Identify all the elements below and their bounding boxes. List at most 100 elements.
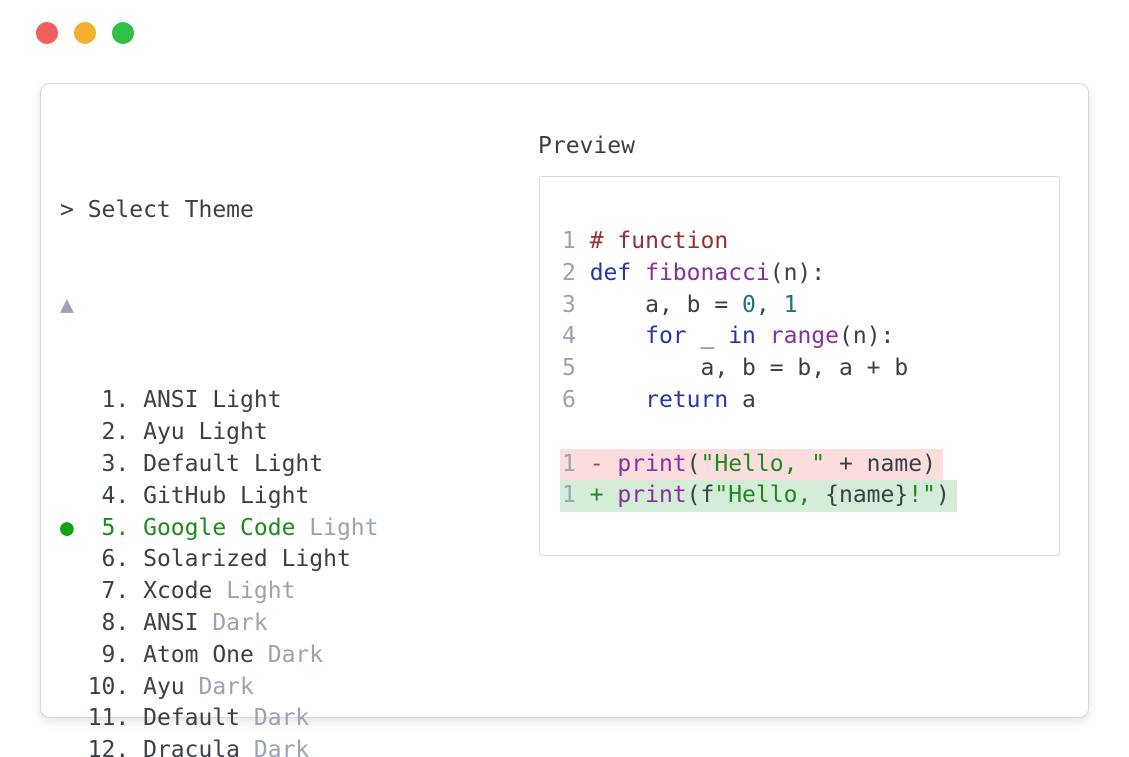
- code-token: range: [769, 323, 839, 350]
- selected-theme-bullet-icon: ●: [60, 514, 88, 541]
- window-controls: [36, 22, 134, 44]
- code-token: 6: [562, 386, 590, 413]
- marker-space: [60, 674, 88, 700]
- theme-item-solarized-light[interactable]: 6. Solarized Light: [60, 544, 877, 576]
- code-token: [631, 260, 645, 286]
- theme-number: 11.: [87, 705, 144, 732]
- code-token: +: [589, 482, 618, 509]
- minimize-button[interactable]: [74, 22, 96, 44]
- code-token: ): [935, 482, 950, 509]
- theme-item-xcode[interactable]: 7. Xcode Light: [60, 576, 877, 608]
- theme-number: 10.: [87, 673, 144, 700]
- marker-space: [60, 610, 88, 636]
- code-token: (n):: [839, 323, 895, 350]
- code-token: print: [617, 482, 687, 509]
- code-token: [756, 323, 770, 349]
- theme-name: Atom One: [143, 641, 254, 668]
- code-line: 5 a, b = b, a + b: [562, 353, 1059, 385]
- theme-number: 5.: [87, 514, 144, 541]
- marker-space: [60, 419, 88, 445]
- theme-item-ayu-light[interactable]: 2. Ayu Light: [60, 417, 877, 449]
- theme-number: 2.: [87, 419, 144, 446]
- marker-space: [60, 737, 88, 757]
- preview-title: Preview: [538, 133, 635, 159]
- theme-item-dracula[interactable]: 12. Dracula Dark: [60, 735, 877, 757]
- code-token: + name): [825, 450, 936, 477]
- code-token: return: [645, 386, 729, 413]
- code-token: 1: [562, 228, 590, 254]
- code-token: a, b = b, a + b: [589, 355, 909, 382]
- code-token: # function: [589, 228, 729, 254]
- code-token: 1: [562, 450, 590, 477]
- code-line: 1 # function: [562, 226, 1059, 258]
- theme-item-ansi-light[interactable]: 1. ANSI Light: [60, 385, 877, 417]
- code-line: 6 return a: [562, 385, 1059, 417]
- marker-space: [60, 546, 88, 572]
- code-token: ,: [755, 291, 784, 318]
- code-token: print: [617, 450, 687, 477]
- code-token: [590, 387, 645, 413]
- theme-name: ANSI Light: [143, 387, 282, 414]
- theme-item-default[interactable]: 11. Default Dark: [60, 703, 877, 735]
- theme-number: 7.: [87, 578, 144, 605]
- theme-name: GitHub Light: [143, 482, 310, 509]
- theme-number: 1.: [87, 387, 144, 414]
- theme-item-default-light[interactable]: 3. Default Light: [60, 449, 877, 481]
- code-token: "Hello,: [714, 482, 826, 509]
- theme-name: Ayu: [143, 673, 185, 700]
- scroll-up-icon[interactable]: ▲: [60, 291, 74, 318]
- marker-space: [60, 483, 88, 509]
- theme-variant: Dark: [198, 609, 268, 636]
- marker-space: [60, 705, 88, 731]
- theme-variant: Dark: [240, 705, 310, 732]
- theme-number: 4.: [87, 482, 144, 509]
- code-token: a, b =: [589, 291, 743, 318]
- diff-highlight-removed: 1 - print("Hello, " + name): [560, 448, 943, 481]
- diff-line-removed: 1 - print("Hello, " + name): [560, 448, 1059, 481]
- code-token: in: [728, 323, 756, 350]
- theme-item-github-light[interactable]: 4. GitHub Light: [60, 481, 877, 513]
- theme-name: Default Light: [143, 450, 324, 477]
- code-token: !": [908, 482, 936, 509]
- theme-item-ansi[interactable]: 8. ANSI Dark: [60, 608, 877, 640]
- theme-item-atom-one[interactable]: 9. Atom One Dark: [60, 640, 877, 672]
- theme-picker-window: > Select Theme ▲ 1. ANSI Light 2. Ayu Li…: [40, 83, 1089, 757]
- theme-number: 6.: [87, 546, 144, 573]
- code-token: 5: [562, 355, 590, 382]
- marker-space: [60, 451, 88, 477]
- theme-name: Default: [143, 705, 241, 732]
- picker-prompt: > Select Theme: [60, 196, 254, 223]
- code-token: 4: [562, 323, 590, 350]
- code-token: 1: [783, 291, 798, 318]
- theme-variant: Dark: [253, 641, 324, 668]
- code-token: {name}: [825, 482, 909, 509]
- code-token: "Hello, ": [700, 450, 826, 477]
- code-token: 1: [562, 482, 590, 509]
- theme-name: Google Code: [143, 514, 296, 541]
- theme-name: ANSI: [143, 609, 199, 636]
- code-token: _: [686, 323, 729, 350]
- theme-variant: Light: [295, 514, 379, 541]
- theme-item-google-code[interactable]: ● 5. Google Code Light: [60, 513, 877, 545]
- diff-highlight-added: 1 + print(f"Hello, {name}!"): [560, 480, 957, 513]
- code-token: a: [728, 386, 756, 413]
- maximize-button[interactable]: [112, 22, 134, 44]
- theme-item-ayu[interactable]: 10. Ayu Dark: [60, 672, 877, 704]
- theme-variant: Dark: [240, 737, 310, 757]
- theme-number: 3.: [87, 450, 144, 477]
- code-token: -: [589, 450, 618, 477]
- theme-name: Xcode: [143, 578, 213, 605]
- marker-space: [60, 642, 88, 668]
- code-token: (f: [686, 482, 715, 509]
- code-token: (n):: [769, 259, 826, 286]
- blank-line: [562, 417, 1059, 449]
- theme-selector: > Select Theme ▲ 1. ANSI Light 2. Ayu Li…: [60, 131, 877, 757]
- code-token: 2: [562, 259, 590, 286]
- theme-variant: Dark: [184, 673, 254, 700]
- close-button[interactable]: [36, 22, 58, 44]
- theme-number: 8.: [87, 609, 144, 636]
- code-token: fibonacci: [645, 259, 770, 286]
